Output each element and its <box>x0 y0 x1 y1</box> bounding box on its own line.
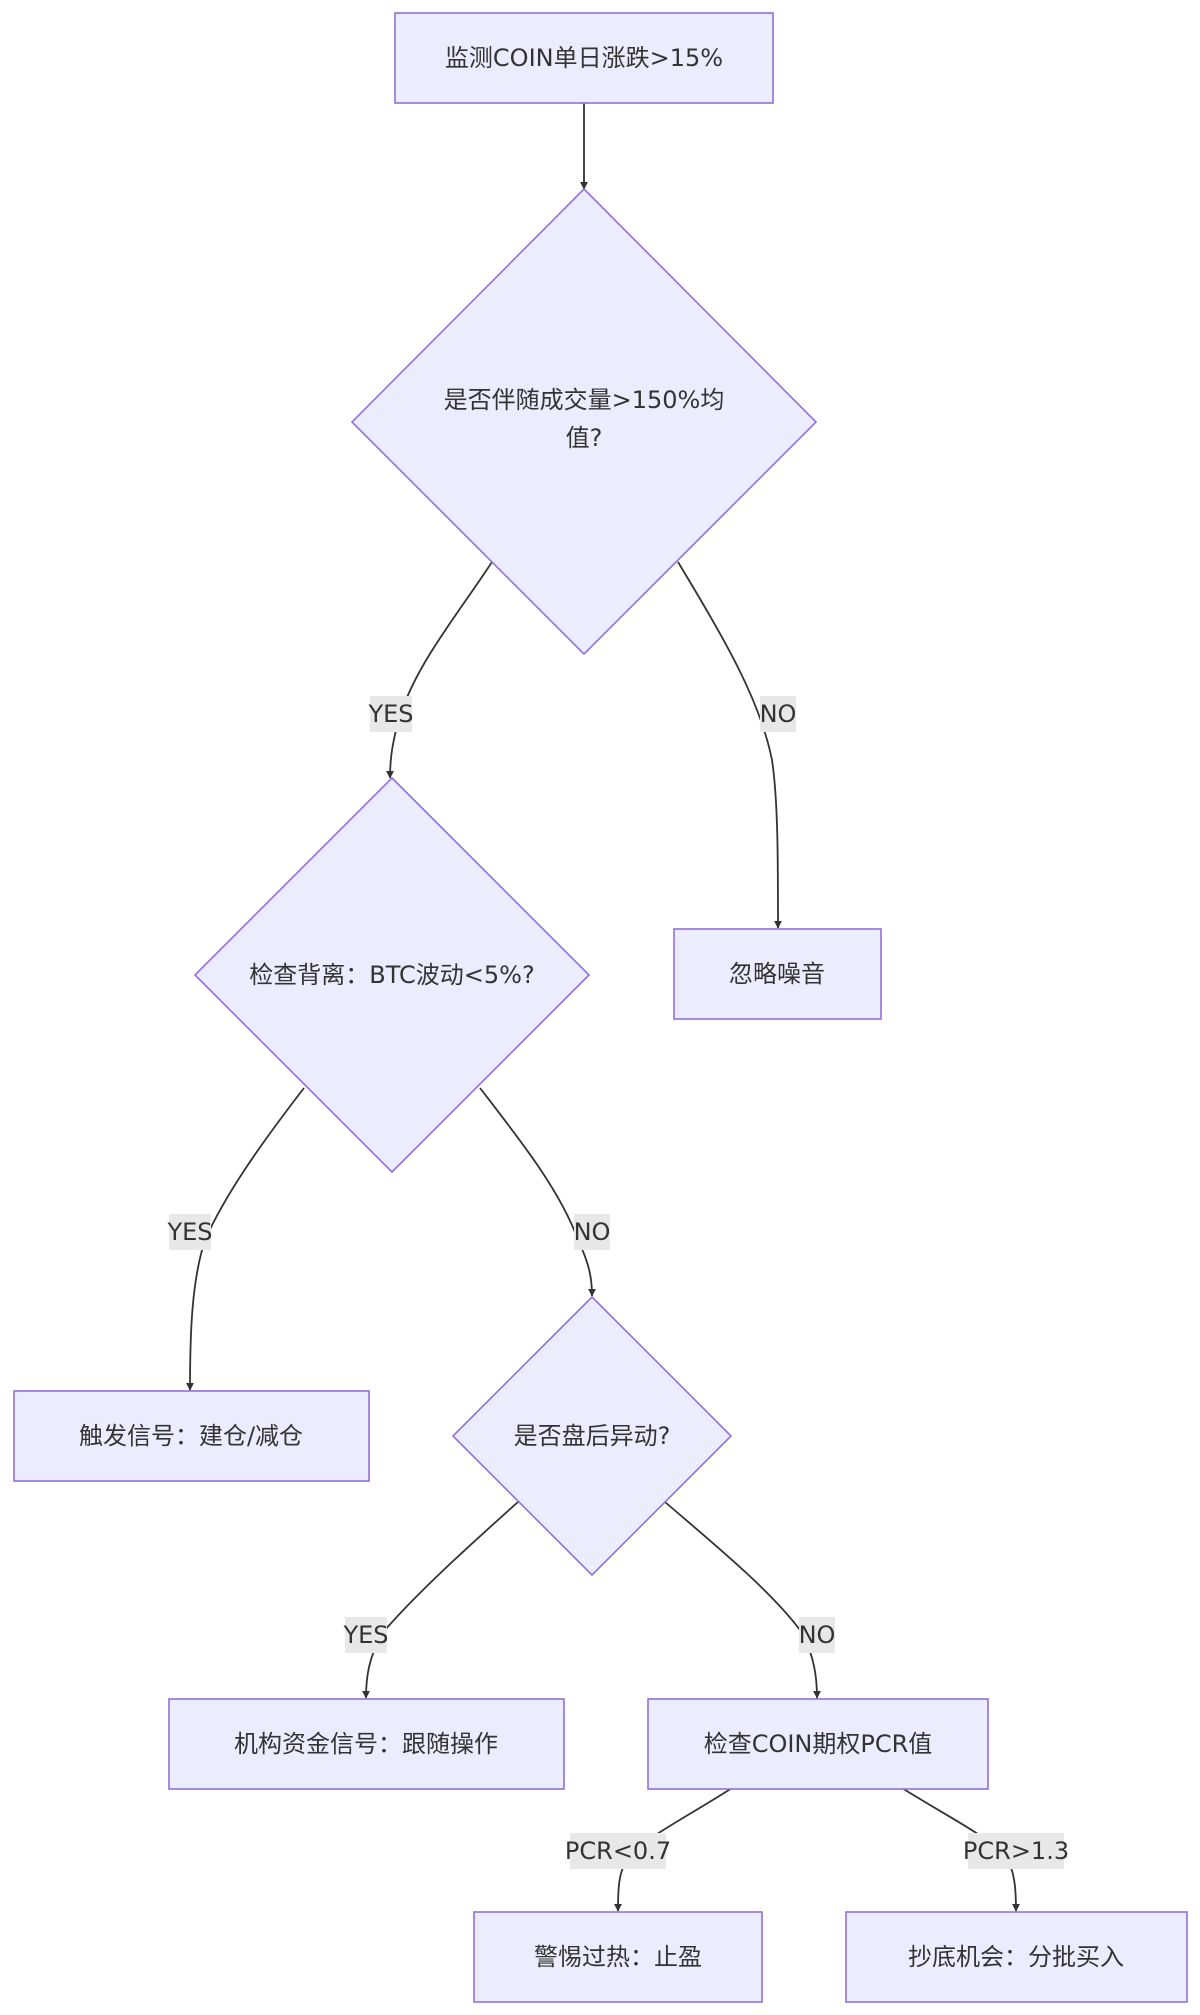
node-ignore: 忽略噪音 <box>673 928 882 1020</box>
node-monitor: 监测COIN单日涨跌>15% <box>394 12 774 104</box>
node-divergence-text: 检查背离：BTC波动<5%? <box>249 961 534 989</box>
node-institutional-text: 机构资金信号：跟随操作 <box>234 1730 498 1758</box>
edge-label-volume-no-text: NO <box>760 700 797 728</box>
edge-label-divergence-yes-text: YES <box>166 1218 212 1246</box>
node-volume-decision: 是否伴随成交量>150%均 值? <box>350 187 818 656</box>
node-pcr-check: 检查COIN期权PCR值 <box>647 1698 989 1790</box>
node-overheat-text: 警惕过热：止盈 <box>534 1943 702 1971</box>
node-institutional: 机构资金信号：跟随操作 <box>168 1698 565 1790</box>
node-afterhours-text: 是否盘后异动? <box>514 1422 671 1450</box>
edge-label-divergence-yes: YES <box>166 1214 213 1250</box>
node-afterhours-decision: 是否盘后异动? <box>451 1295 733 1577</box>
node-divergence-decision: 检查背离：BTC波动<5%? <box>193 776 591 1174</box>
node-volume-text-line1: 是否伴随成交量>150%均 <box>444 386 725 414</box>
edge-label-volume-yes: YES <box>367 696 414 732</box>
edge-divergence-to-afterhours <box>479 1087 596 1297</box>
edge-label-volume-no: NO <box>760 696 797 732</box>
node-trigger: 触发信号：建仓/减仓 <box>13 1390 370 1482</box>
edge-label-afterhours-no: NO <box>799 1617 836 1653</box>
edge-label-afterhours-no-text: NO <box>799 1621 836 1649</box>
node-bottom: 抄底机会：分批买入 <box>845 1911 1188 2003</box>
edge-labels: YES NO YES NO YES NO PCR<0.7 PCR>1.3 <box>166 696 1069 1869</box>
node-ignore-text: 忽略噪音 <box>729 960 825 988</box>
edge-label-pcr-low: PCR<0.7 <box>565 1833 671 1869</box>
edge-afterhours-to-institutional <box>362 1501 519 1699</box>
edge-afterhours-to-pcr <box>664 1501 821 1699</box>
node-monitor-text: 监测COIN单日涨跌>15% <box>445 44 723 72</box>
node-trigger-text: 触发信号：建仓/减仓 <box>79 1422 303 1450</box>
node-overheat: 警惕过热：止盈 <box>473 1911 763 2003</box>
node-bottom-text: 抄底机会：分批买入 <box>908 1943 1124 1971</box>
edge-label-pcr-high: PCR>1.3 <box>963 1833 1069 1869</box>
edge-label-divergence-no: NO <box>574 1214 611 1250</box>
edge-volume-to-divergence <box>386 561 493 779</box>
edge-label-pcr-low-text: PCR<0.7 <box>565 1837 671 1865</box>
node-pcr-check-text: 检查COIN期权PCR值 <box>704 1730 933 1758</box>
nodes: 监测COIN单日涨跌>15% 是否伴随成交量>150%均 值? 检查背离：BTC… <box>13 12 1188 2003</box>
edge-label-divergence-no-text: NO <box>574 1218 611 1246</box>
edge-label-pcr-high-text: PCR>1.3 <box>963 1837 1069 1865</box>
edge-label-volume-yes-text: YES <box>367 700 413 728</box>
edge-label-afterhours-yes: YES <box>342 1617 389 1653</box>
edge-label-afterhours-yes-text: YES <box>342 1621 388 1649</box>
edge-volume-to-ignore <box>677 561 782 929</box>
node-volume-text-line2: 值? <box>566 424 603 452</box>
